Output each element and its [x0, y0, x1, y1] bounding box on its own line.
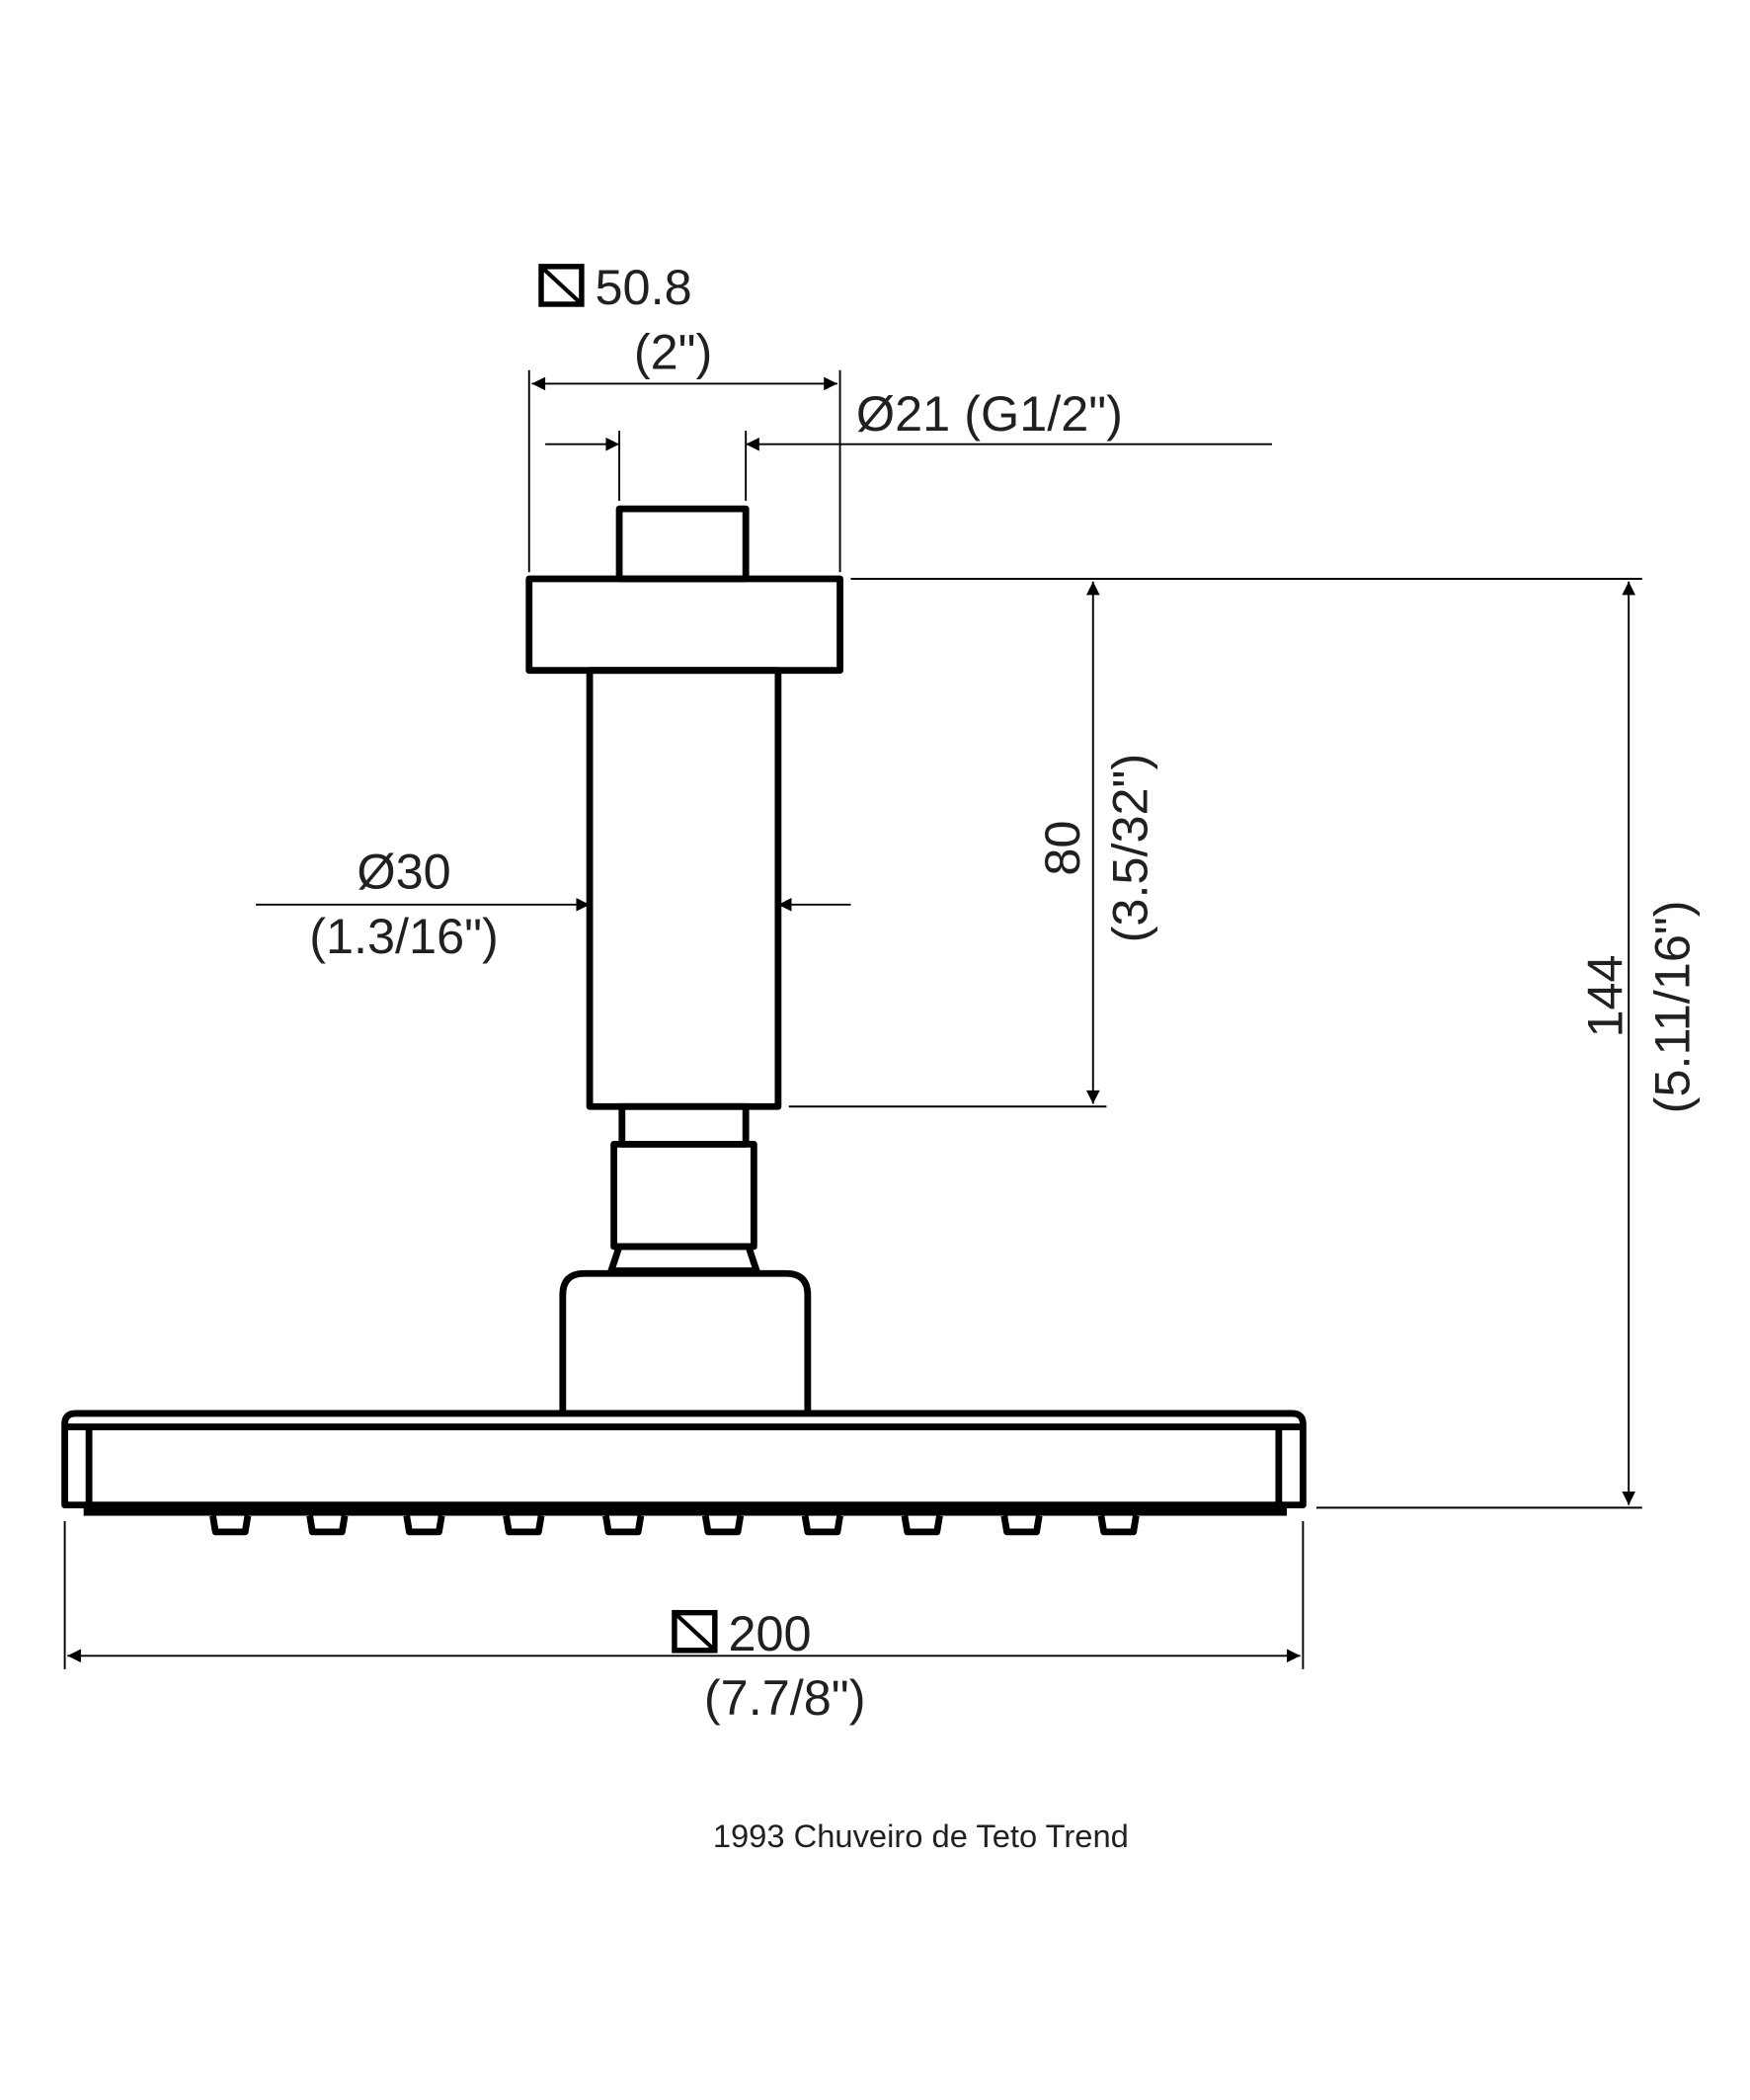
connector-neck [618, 1102, 750, 1148]
total-height-value: 144 [1576, 954, 1632, 1037]
dimension-lines [63, 369, 1642, 1669]
head-width-imperial: (7.7/8") [704, 1669, 866, 1726]
square-symbol-icon [538, 264, 585, 307]
ceiling-flange [525, 575, 843, 675]
square-symbol-icon [672, 1609, 718, 1654]
flange-width-imperial: (2") [634, 323, 713, 379]
tube-length-value: 80 [1034, 821, 1090, 876]
nozzles [209, 1514, 1140, 1536]
drawing-caption: 1993 Chuveiro de Teto Trend [713, 1817, 1129, 1854]
total-height-imperial: (5.11/16") [1644, 900, 1701, 1113]
nozzle-plate [83, 1504, 1288, 1516]
head-hub [559, 1269, 812, 1413]
tube-diameter-imperial: (1.3/16") [309, 908, 499, 964]
flange-width-value: 50.8 [596, 259, 692, 315]
tube-diameter-value: Ø30 [357, 843, 450, 899]
connector-nut [610, 1140, 757, 1251]
thread-nipple [615, 505, 750, 583]
head-plate [61, 1410, 1307, 1509]
connector-collar [607, 1243, 760, 1274]
thread-label: Ø21 (G1/2") [856, 385, 1123, 442]
arm-tube [586, 667, 782, 1110]
tube-length-imperial: (3.5/32") [1101, 754, 1157, 943]
head-width-value: 200 [728, 1605, 811, 1661]
shower-outline [61, 505, 1307, 1536]
